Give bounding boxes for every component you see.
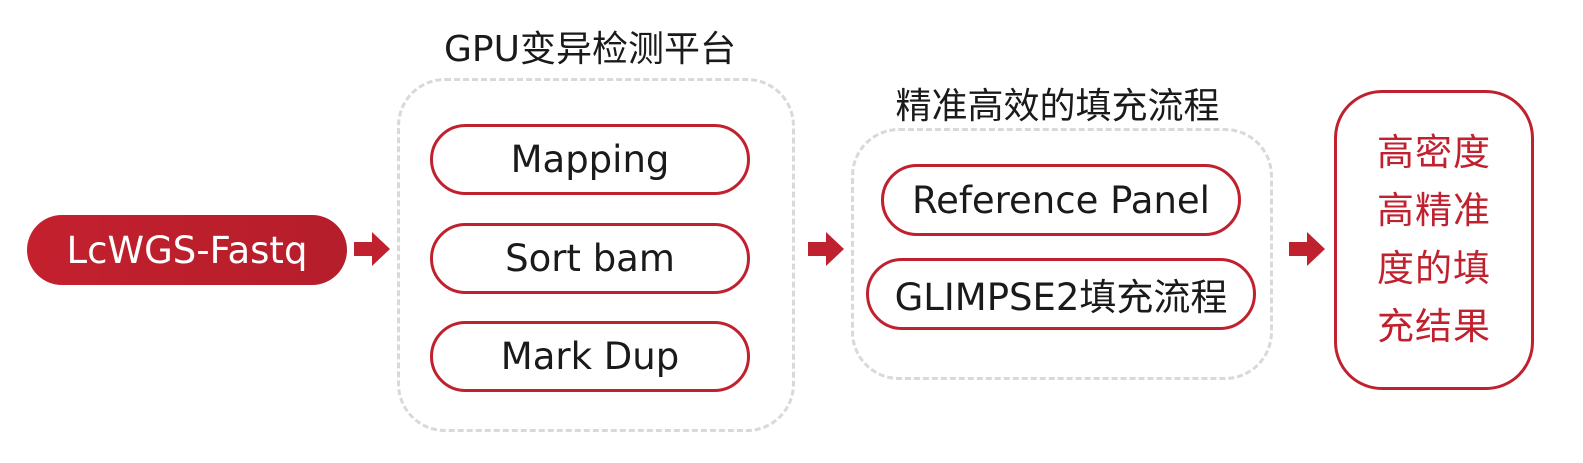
step-mark-dup: Mark Dup	[430, 321, 750, 392]
gpu-platform-group	[397, 78, 795, 432]
result-line: 高精准	[1377, 189, 1491, 232]
result-line: 充结果	[1377, 305, 1491, 348]
input-node-lcwgs-fastq: LcWGS-Fastq	[27, 215, 347, 285]
arrow-right-icon	[354, 232, 390, 266]
gpu-platform-title: GPU变异检测平台	[444, 29, 736, 70]
step-sort-bam: Sort bam	[430, 223, 750, 294]
step-glimpse2: GLIMPSE2填充流程	[866, 258, 1256, 330]
result-node: 高密度 高精准 度的填 充结果	[1334, 90, 1534, 390]
input-node-label: LcWGS-Fastq	[66, 228, 308, 272]
imputation-group	[851, 128, 1273, 380]
result-line: 高密度	[1377, 131, 1491, 174]
step-glimpse2-label: GLIMPSE2填充流程	[894, 276, 1228, 319]
step-reference-panel: Reference Panel	[881, 164, 1241, 236]
step-mapping-label: Mapping	[510, 138, 670, 181]
imputation-title: 精准高效的填充流程	[895, 86, 1220, 127]
arrow-right-icon	[808, 232, 844, 266]
step-mapping: Mapping	[430, 124, 750, 195]
result-line: 度的填	[1377, 247, 1491, 290]
step-sort-bam-label: Sort bam	[505, 237, 675, 280]
arrow-right-icon	[1289, 232, 1325, 266]
step-mark-dup-label: Mark Dup	[500, 335, 680, 378]
step-reference-panel-label: Reference Panel	[912, 178, 1210, 222]
